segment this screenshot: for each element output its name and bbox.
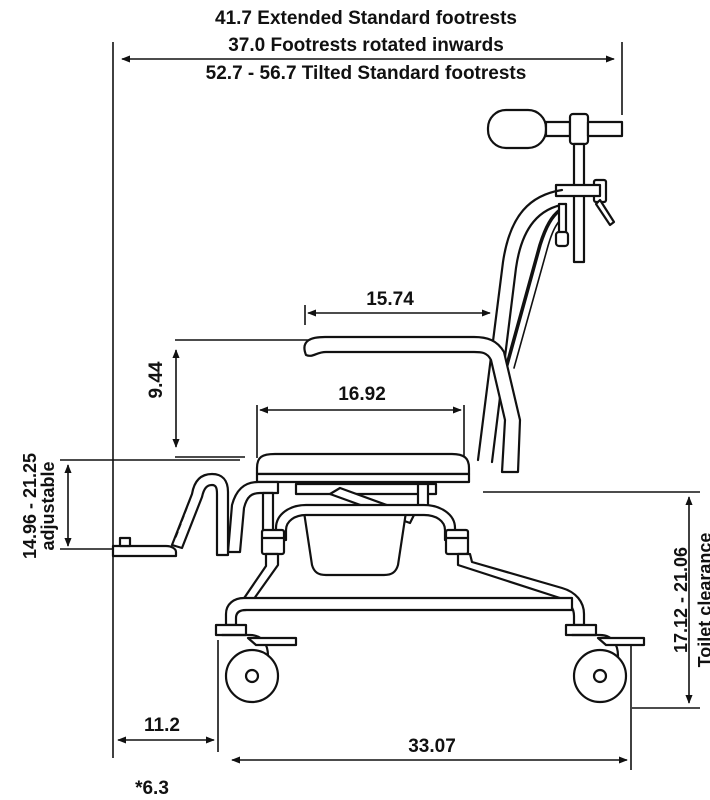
clearance-value-label: 17.12 - 21.06	[671, 547, 691, 653]
headrest-bar-left	[544, 120, 572, 138]
footrest-height-label: 14.96 - 21.25	[20, 453, 40, 559]
backrest-lock	[557, 202, 568, 236]
backrest-strap-edge	[513, 217, 563, 369]
commode-pan	[302, 510, 408, 577]
dimension-lines	[60, 42, 700, 770]
rear-brake-pedal	[596, 636, 646, 647]
front-seat-rail	[226, 480, 280, 554]
backrest-tube-outer	[476, 188, 564, 462]
overall-width-tilted-label: 52.7 - 56.7 Tilted Standard footrests	[206, 63, 527, 84]
left-height-adjuster	[260, 528, 286, 556]
right-height-adjuster	[444, 528, 470, 556]
armrest-height-label: 9.44	[146, 361, 167, 398]
headrest-clamp	[568, 112, 590, 146]
footplate	[111, 544, 178, 558]
footplate-stop	[118, 536, 132, 548]
headrest-bar-right	[586, 120, 624, 138]
clearance-note-label: Toilet clearance	[695, 533, 710, 668]
rear-wheel-hub	[592, 668, 608, 684]
front-wheel-hub	[244, 668, 260, 684]
headrest-post	[572, 142, 586, 264]
overall-width-rotated-label: 37.0 Footrests rotated inwards	[228, 35, 504, 56]
front-seat-post	[261, 491, 275, 535]
overall-width-extended-label: 41.7 Extended Standard footrests	[215, 8, 517, 29]
footrest-depth-label: 11.2	[144, 715, 180, 736]
backrest-strap	[503, 208, 562, 374]
seat-cushion	[255, 452, 471, 476]
rear-caster-mount	[564, 623, 598, 637]
armrest-length-label: 15.74	[366, 289, 414, 310]
base-frame	[224, 596, 574, 627]
seat-width-label: 16.92	[338, 384, 386, 405]
footrest-adjustable-label: adjustable	[38, 461, 58, 550]
front-brake-pedal	[246, 636, 298, 647]
headrest-pad	[486, 108, 548, 150]
footnote-label: *6.3	[135, 778, 169, 799]
wheelbase-label: 33.07	[408, 736, 456, 757]
headrest-lever	[594, 198, 616, 227]
right-leg	[456, 552, 586, 627]
footrest-hanger	[170, 472, 230, 557]
tilt-mechanism-bar	[294, 482, 438, 496]
front-caster-mount	[214, 623, 248, 637]
armrest	[303, 335, 522, 474]
footrest-adjust-holes	[175, 499, 191, 538]
backrest-lock-handle	[554, 230, 570, 248]
shower-chair	[111, 108, 646, 704]
seat-base	[255, 472, 471, 484]
backrest-clamp	[554, 183, 602, 198]
backrest-tube-inner	[490, 202, 568, 464]
